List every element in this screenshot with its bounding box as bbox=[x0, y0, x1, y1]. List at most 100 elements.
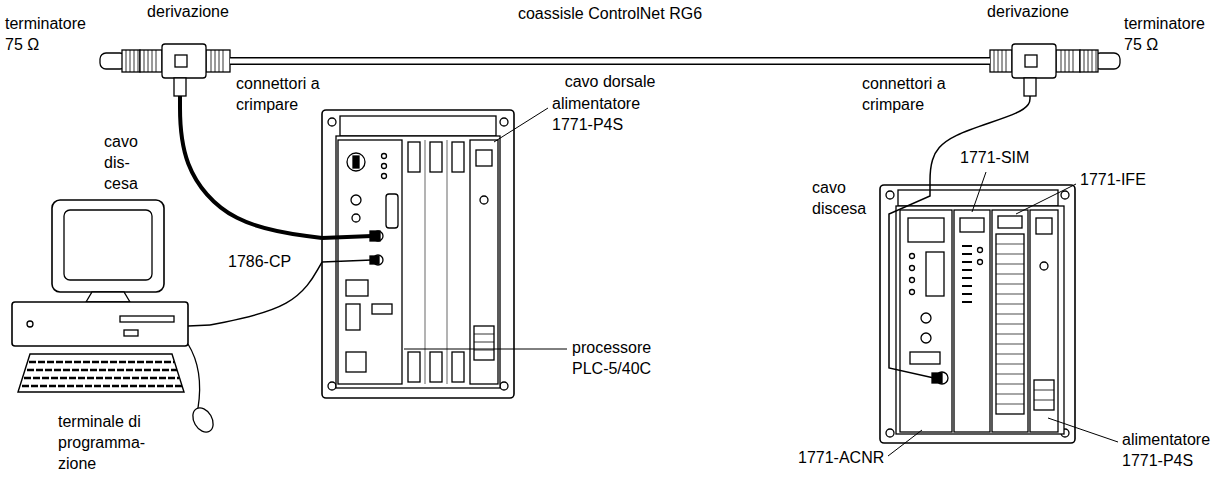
plc-chassis-drawing bbox=[425, 140, 447, 384]
tap-body bbox=[144, 50, 156, 72]
io-chassis-drawing bbox=[880, 185, 1075, 443]
cable-end bbox=[370, 231, 380, 241]
terminator-plug bbox=[1080, 50, 1120, 72]
terminator-plug bbox=[1084, 50, 1096, 72]
tap-body bbox=[990, 50, 1012, 72]
plc-chassis-drawing bbox=[474, 326, 494, 360]
part-label: derivazione bbox=[987, 2, 1069, 23]
computer-drawing bbox=[64, 210, 152, 280]
plc-chassis-drawing bbox=[474, 334, 494, 350]
io-chassis-drawing bbox=[886, 429, 894, 437]
tap-body bbox=[211, 50, 223, 72]
plc-chassis-drawing bbox=[346, 352, 366, 372]
plc-chassis-drawing bbox=[408, 142, 420, 172]
computer-drawing bbox=[120, 316, 174, 322]
computer-drawing bbox=[12, 200, 217, 436]
plc-chassis-drawing bbox=[382, 154, 387, 159]
cable-label: cavo discesa bbox=[812, 178, 876, 220]
terminator: terminatore 75 Ω bbox=[100, 50, 140, 72]
programming-terminal: terminale di programma- zione bbox=[10, 198, 210, 398]
tap: derivazione bbox=[140, 42, 230, 96]
io-chassis: 1771-SIM1771-IFE1771-ACNRalimentatore 17… bbox=[880, 185, 1075, 443]
part-label: 1771-SIM bbox=[960, 148, 1029, 169]
cable-end bbox=[889, 185, 934, 378]
leader-line bbox=[1048, 418, 1118, 442]
computer-drawing bbox=[27, 321, 33, 327]
part-label: 1771-ACNR bbox=[798, 448, 884, 469]
plc-chassis-drawing bbox=[500, 118, 508, 126]
plc-chassis-drawing bbox=[452, 352, 464, 382]
io-chassis-drawing bbox=[910, 290, 915, 295]
leader-line bbox=[888, 430, 922, 456]
tap-body bbox=[140, 50, 162, 72]
plc-chassis-drawing bbox=[322, 110, 514, 398]
io-chassis-drawing bbox=[910, 254, 915, 259]
cable-end bbox=[322, 236, 372, 238]
io-chassis-drawing bbox=[1034, 380, 1054, 410]
trunk-cable bbox=[230, 61, 990, 62]
part-label: connettori a crimpare bbox=[236, 74, 328, 116]
illustration-group bbox=[12, 44, 1120, 456]
part-label: alimentatore 1771-P4S bbox=[1122, 430, 1214, 472]
io-chassis-drawing bbox=[978, 260, 983, 265]
io-chassis-drawing bbox=[910, 352, 940, 364]
io-chassis-drawing bbox=[1040, 262, 1048, 270]
part-label: alimentatore 1771-P4S bbox=[552, 94, 648, 136]
leader-line bbox=[972, 172, 986, 212]
part-label: connettori a crimpare bbox=[862, 74, 954, 116]
tap-body bbox=[990, 44, 1080, 96]
tap-body bbox=[206, 50, 230, 72]
cable-label: 1786-CP bbox=[228, 252, 291, 273]
leader-line bbox=[404, 108, 1118, 456]
terminator-plug bbox=[122, 50, 140, 72]
drop-cable bbox=[180, 96, 322, 238]
terminator-plug bbox=[126, 50, 138, 72]
tap-body bbox=[1061, 50, 1073, 72]
computer-drawing bbox=[86, 292, 130, 302]
plc-chassis-drawing bbox=[353, 156, 359, 168]
io-chassis-drawing bbox=[962, 246, 972, 302]
part-label: 1771-IFE bbox=[1080, 170, 1146, 191]
programming-cable bbox=[210, 262, 322, 325]
plc-chassis: alimentatore 1771-P4Sprocessore PLC-5/40… bbox=[322, 110, 514, 398]
drop-cable bbox=[180, 96, 322, 238]
part-label: terminatore 75 Ω bbox=[5, 14, 93, 56]
computer-drawing bbox=[124, 330, 138, 336]
tap-body bbox=[1024, 78, 1036, 96]
io-chassis-drawing bbox=[996, 234, 1024, 414]
tap-body bbox=[1012, 44, 1056, 78]
plc-chassis-drawing bbox=[347, 153, 365, 171]
trunk-cable bbox=[230, 57, 990, 65]
io-chassis-drawing bbox=[880, 185, 1075, 443]
plc-chassis-drawing bbox=[386, 194, 398, 228]
plc-chassis-drawing bbox=[328, 118, 336, 126]
plc-chassis-drawing bbox=[340, 116, 496, 136]
tap-body bbox=[1056, 50, 1080, 72]
io-chassis-drawing bbox=[992, 210, 1028, 432]
plc-chassis-drawing bbox=[346, 304, 360, 330]
io-chassis-drawing bbox=[996, 244, 1024, 404]
plc-chassis-drawing bbox=[346, 280, 368, 296]
plc-chassis-drawing bbox=[322, 110, 514, 398]
plc-chassis-drawing bbox=[452, 142, 464, 172]
cable-end bbox=[188, 325, 210, 326]
tap-body bbox=[994, 50, 1006, 72]
leader-line bbox=[404, 349, 567, 350]
cable-type: coassisle ControlNet RG6 bbox=[518, 4, 702, 25]
tap-body bbox=[174, 78, 186, 96]
plc-chassis-drawing bbox=[382, 164, 387, 169]
io-chassis-drawing bbox=[900, 210, 952, 432]
computer-drawing bbox=[18, 354, 184, 392]
leader-line bbox=[494, 108, 548, 142]
tap: derivazione bbox=[990, 42, 1080, 96]
plc-chassis-drawing bbox=[500, 382, 508, 390]
drop-cable bbox=[930, 96, 1030, 185]
io-chassis-drawing bbox=[1036, 218, 1052, 234]
drop-cable bbox=[930, 96, 1030, 185]
io-chassis-drawing bbox=[896, 206, 1064, 434]
tap-body bbox=[140, 44, 230, 96]
terminator-plug bbox=[1080, 50, 1098, 72]
io-chassis-drawing bbox=[898, 190, 1058, 206]
